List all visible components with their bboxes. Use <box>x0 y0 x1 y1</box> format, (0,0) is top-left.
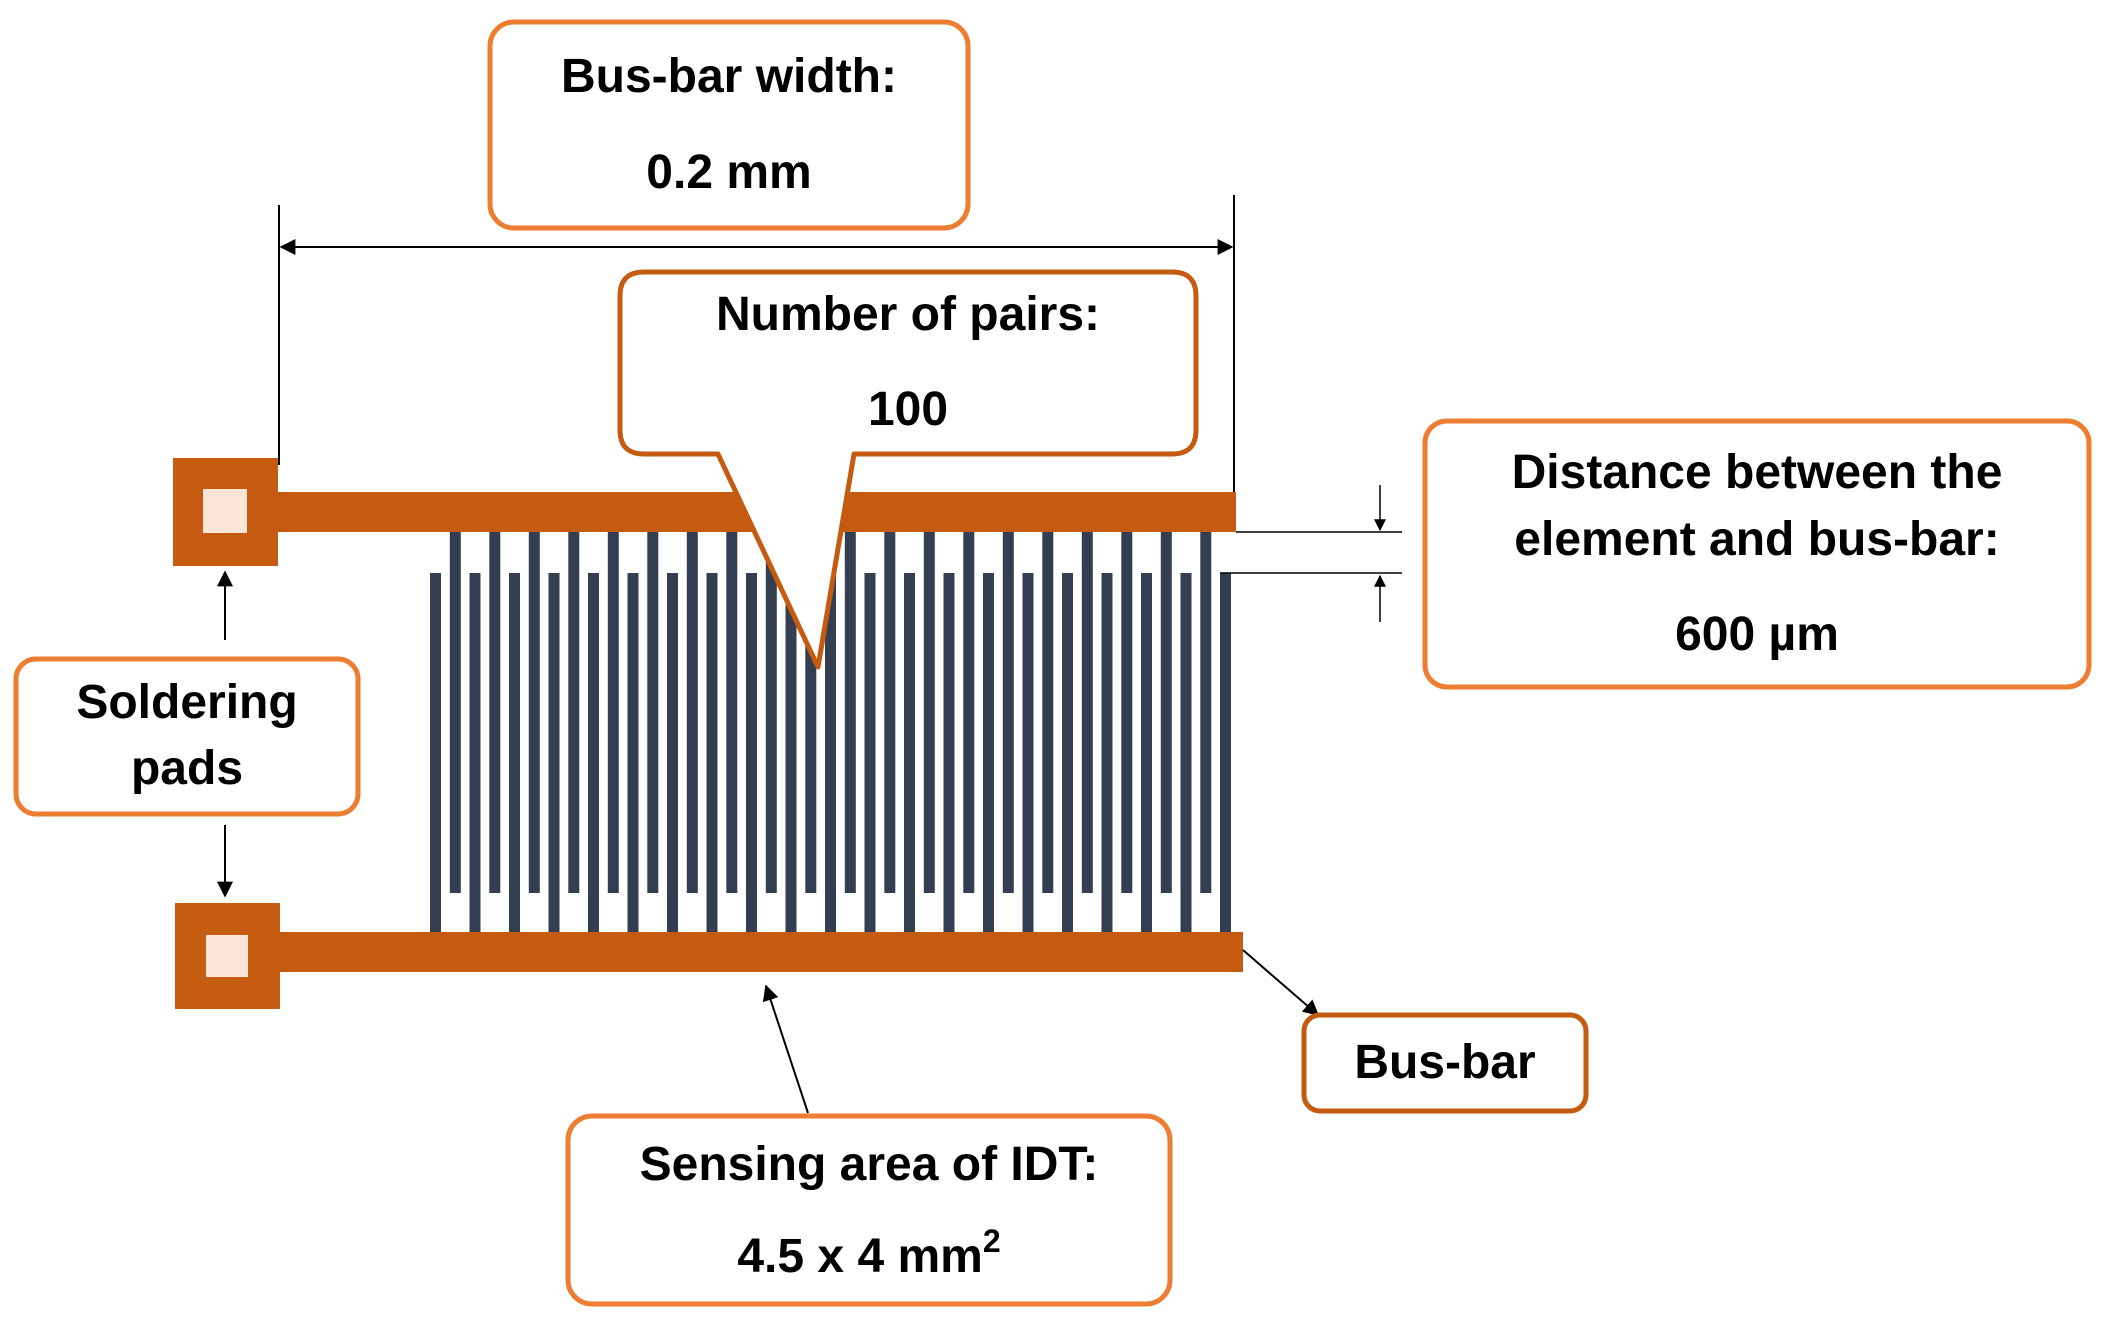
electrode-finger-top <box>844 532 856 893</box>
electrode-finger-bottom <box>1180 573 1192 932</box>
soldering-pads-label-line1: Soldering <box>76 676 297 729</box>
electrode-finger-bottom <box>430 573 441 932</box>
electrode-finger-bottom <box>667 573 678 932</box>
electrode-finger-bottom <box>746 573 757 932</box>
electrode-finger-top <box>1042 532 1054 893</box>
electrode-finger-bottom <box>983 573 994 932</box>
distance-label-line2: element and bus-bar: <box>1514 513 1999 566</box>
sensing-area-value-main: 4.5 x 4 mm <box>737 1230 982 1283</box>
electrode-finger-bottom <box>864 573 876 932</box>
electrode-finger-bottom <box>588 573 599 932</box>
callout-soldering-pads: Soldering pads <box>13 656 361 817</box>
electrode-finger-top <box>805 532 817 893</box>
electrode-finger-top <box>923 532 935 893</box>
sensing-area-label: Sensing area of IDT: <box>640 1138 1099 1191</box>
electrode-finger-bottom <box>706 573 718 932</box>
electrode-finger-bottom <box>1101 573 1113 932</box>
electrode-finger-top <box>568 532 580 893</box>
sensing-area-pointer-arrow <box>762 984 809 1114</box>
callout-distance: Distance between the element and bus-bar… <box>1422 418 2092 690</box>
bottom-busbar <box>240 932 1243 972</box>
callout-busbar-width: Bus-bar width: 0.2 mm <box>487 19 971 231</box>
electrode-finger-bottom <box>469 573 481 932</box>
electrode-finger-top <box>1121 532 1133 893</box>
callout-number-of-pairs: Number of pairs: 100 <box>617 269 1199 670</box>
electrode-finger-top <box>765 532 777 893</box>
electrode-finger-top <box>489 532 501 893</box>
idt-electrodes <box>430 532 1231 932</box>
electrode-finger-top <box>884 532 896 893</box>
electrode-finger-top <box>686 532 698 893</box>
sensing-area-value-superscript: 2 <box>983 1223 1001 1259</box>
distance-label-line1: Distance between the <box>1512 446 2003 499</box>
electrode-finger-bottom <box>943 573 955 932</box>
electrode-finger-top <box>647 532 659 893</box>
bus-bar-label: Bus-bar <box>1354 1036 1535 1089</box>
electrode-finger-top <box>1200 532 1212 893</box>
electrode-finger-top <box>963 532 975 893</box>
sensing-area-value: 4.5 x 4 mm2 <box>737 1223 1000 1283</box>
number-of-pairs-label: Number of pairs: <box>716 288 1100 341</box>
electrode-finger-bottom <box>1141 573 1152 932</box>
electrode-finger-bottom <box>1062 573 1073 932</box>
electrode-finger-top <box>528 532 540 893</box>
electrode-finger-bottom <box>509 573 520 932</box>
soldering-pads-label-line2: pads <box>131 742 243 795</box>
electrode-finger-bottom <box>904 573 915 932</box>
electrode-finger-top <box>726 532 738 893</box>
busbar-width-value: 0.2 mm <box>646 146 811 199</box>
busbar-width-label: Bus-bar width: <box>561 50 897 103</box>
callout-sensing-area: Sensing area of IDT: 4.5 x 4 mm2 <box>565 1113 1173 1307</box>
top-soldering-pad <box>173 458 278 566</box>
busbar-pointer-arrow <box>1242 949 1320 1017</box>
bottom-soldering-pad <box>175 903 280 1009</box>
distance-value: 600 µm <box>1675 608 1839 661</box>
electrode-finger-top <box>607 532 619 893</box>
electrode-finger-top <box>449 532 461 893</box>
number-of-pairs-value: 100 <box>868 383 948 436</box>
electrode-finger-bottom <box>627 573 639 932</box>
callout-bus-bar: Bus-bar <box>1301 1012 1589 1114</box>
electrode-finger-bottom <box>825 573 836 932</box>
electrode-finger-bottom <box>785 573 797 932</box>
electrode-finger-top <box>1002 532 1014 893</box>
electrode-finger-top <box>1081 532 1093 893</box>
electrode-finger-bottom <box>1022 573 1034 932</box>
electrode-finger-bottom <box>548 573 560 932</box>
electrode-finger-bottom <box>1220 573 1231 932</box>
electrode-finger-top <box>1160 532 1172 893</box>
